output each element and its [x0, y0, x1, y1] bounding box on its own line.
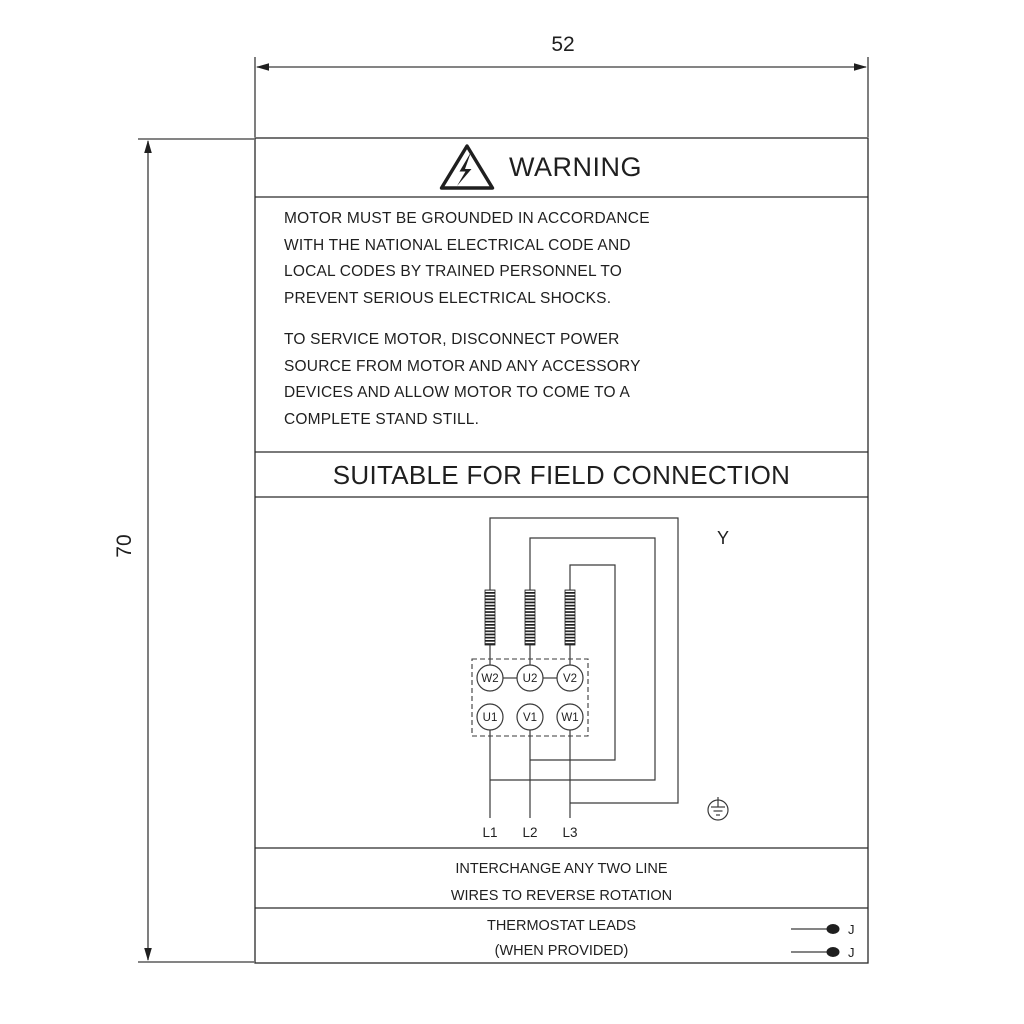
- winding-coil: [484, 589, 496, 646]
- terminal-v2: V2: [556, 664, 584, 692]
- lead-dot-icon: [826, 924, 840, 934]
- section-dividers: [255, 196, 868, 909]
- terminal-w2: W2: [476, 664, 504, 692]
- top-dimension-line: [254, 57, 869, 137]
- terminal-label: V2: [563, 673, 577, 685]
- lead-label: J: [848, 922, 855, 937]
- thermostat-lead-1: J: [791, 922, 855, 937]
- arrowhead-down-icon: [144, 948, 152, 961]
- rotation-note: INTERCHANGE ANY TWO LINE WIRES TO REVERS…: [450, 861, 673, 904]
- thermostat-leads-line2: (WHEN PROVIDED): [494, 943, 629, 959]
- terminal-label: V1: [523, 712, 537, 724]
- height-dimension-value: 70: [113, 534, 136, 558]
- earth-ground-icon: [707, 797, 729, 821]
- terminal-label: W1: [561, 712, 578, 724]
- warning-title: WARNING: [509, 152, 642, 182]
- wye-connection-label: Y: [717, 528, 729, 548]
- line-lead-wires: [489, 730, 571, 818]
- terminal-u2: U2: [516, 664, 544, 692]
- arrowhead-left-icon: [256, 63, 269, 71]
- wiring-diagram: W2 U2 V2 U1 V1 W1: [471, 517, 729, 840]
- arrowhead-right-icon: [854, 63, 867, 71]
- winding-coil: [524, 589, 536, 646]
- thermostat-leads-line1: THERMOSTAT LEADS: [486, 918, 637, 934]
- arrowhead-up-icon: [144, 140, 152, 153]
- terminal-w1: W1: [556, 703, 584, 731]
- thermostat-lead-2: J: [791, 945, 855, 960]
- lightning-bolt-icon: [457, 152, 472, 186]
- line-label-l2: L2: [522, 825, 537, 840]
- left-dimension-line: [138, 138, 254, 963]
- winding-coil: [564, 589, 576, 646]
- field-connection-title: SUITABLE FOR FIELD CONNECTION: [332, 460, 791, 490]
- lead-dot-icon: [826, 947, 840, 957]
- width-dimension-value: 52: [551, 33, 575, 56]
- service-paragraph: TO SERVICE MOTOR, DISCONNECT POWER SOURC…: [284, 331, 641, 428]
- terminal-label: U2: [523, 673, 538, 685]
- coil-connectors: [489, 645, 571, 665]
- terminal-label: W2: [481, 673, 498, 685]
- line-label-l1: L1: [482, 825, 497, 840]
- terminal-label: U1: [483, 712, 498, 724]
- terminal-v1: V1: [516, 703, 544, 731]
- terminal-u1: U1: [476, 703, 504, 731]
- line-label-l3: L3: [562, 825, 577, 840]
- winding-loop-wires: [489, 517, 679, 804]
- lead-label: J: [848, 945, 855, 960]
- grounding-paragraph: MOTOR MUST BE GROUNDED IN ACCORDANCE WIT…: [284, 210, 650, 307]
- high-voltage-warning-icon: [439, 144, 495, 190]
- label-outline: [254, 137, 869, 964]
